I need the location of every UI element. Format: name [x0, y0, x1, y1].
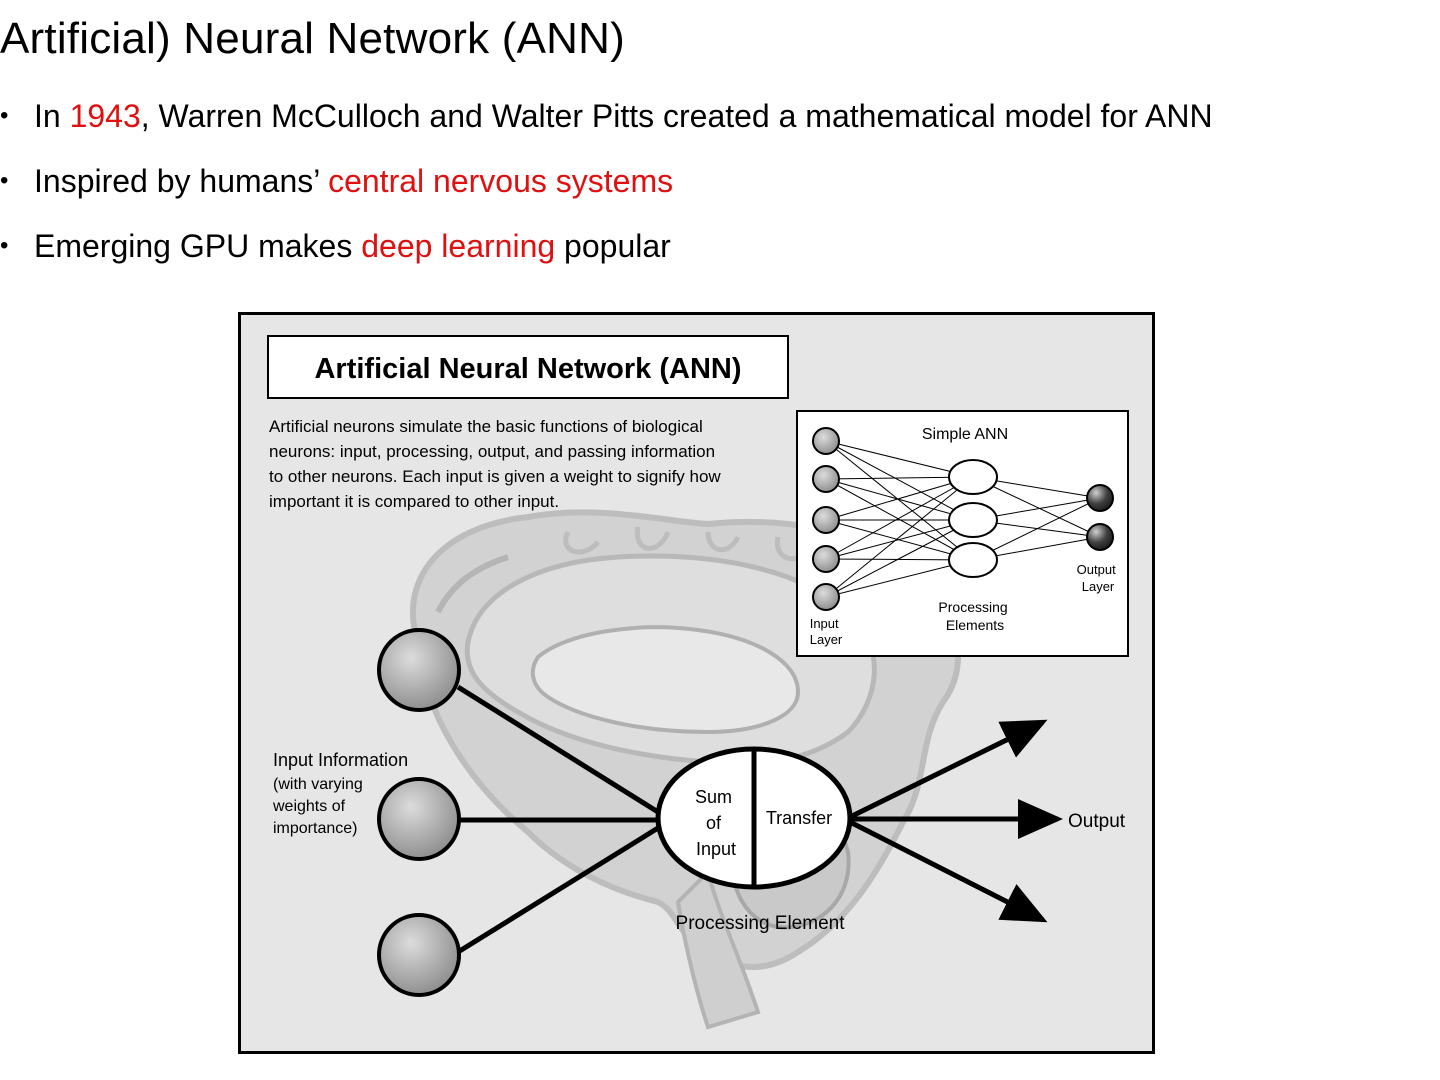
inset-title: Simple ANN: [922, 426, 1008, 443]
input-connections: [456, 684, 660, 955]
bullet-dot-icon: •: [0, 167, 9, 194]
bullet-highlight: deep learning: [361, 228, 556, 264]
output-label: Output: [1068, 811, 1126, 832]
description-line: Artificial neurons simulate the basic fu…: [269, 417, 703, 436]
input-node: [377, 628, 461, 712]
simple-ann-inset: Simple ANN: [796, 410, 1129, 657]
input-node: [377, 777, 461, 861]
description-line: important it is compared to other input.: [269, 492, 559, 511]
bullet-text-part: In: [34, 98, 70, 134]
inset-processing-nodes: [948, 459, 998, 578]
bullet-highlight: central nervous systems: [328, 163, 674, 199]
figure-description: Artificial neurons simulate the basic fu…: [269, 417, 725, 511]
bullet-text-part: popular: [555, 228, 671, 264]
bullet-dot-icon: •: [0, 102, 9, 129]
bullet-item: • Emerging GPU makes deep learning popul…: [0, 222, 1213, 287]
description-line: to other neurons. Each input is given a …: [269, 467, 721, 486]
inset-output-label: Output Layer: [1077, 562, 1120, 594]
bullet-text: In 1943, Warren McCulloch and Walter Pit…: [34, 98, 1213, 134]
bullet-dot-icon: •: [0, 232, 9, 259]
input-node: [377, 913, 461, 997]
bullet-highlight: 1943: [69, 98, 141, 134]
inset-input-nodes: [812, 427, 840, 611]
bullet-text-part: Inspired by humans’: [34, 163, 329, 199]
sum-of-input-label: Sum of Input: [695, 787, 737, 859]
bullet-text: Inspired by humans’ central nervous syst…: [34, 163, 673, 199]
figure-title: Artificial Neural Network (ANN): [314, 353, 741, 385]
bullet-item: • In 1943, Warren McCulloch and Walter P…: [0, 92, 1213, 157]
ann-figure: Artificial Neural Network (ANN) Artifici…: [238, 312, 1155, 1054]
inset-output-nodes: [1086, 484, 1114, 551]
ann-diagram: Artificial Neural Network (ANN) Artifici…: [238, 312, 1155, 1054]
processing-element-label: Processing Element: [676, 913, 846, 934]
inset-processing-label: Processing Elements: [938, 599, 1011, 633]
bullet-item: • Inspired by humans’ central nervous sy…: [0, 157, 1213, 222]
bullet-text-part: Emerging GPU makes: [34, 228, 362, 264]
bullet-list: • In 1943, Warren McCulloch and Walter P…: [0, 92, 1213, 287]
transfer-label: Transfer: [766, 808, 832, 828]
figure-title-box: [267, 335, 789, 399]
input-nodes: [377, 628, 461, 997]
description-line: neurons: input, processing, output, and …: [269, 442, 715, 461]
input-information-label: Input Information (with varying weights …: [272, 750, 413, 837]
bullet-text-part: , Warren McCulloch and Walter Pitts crea…: [140, 98, 1213, 134]
output-arrows: [848, 719, 1063, 923]
slide-title: Artificial) Neural Network (ANN): [0, 14, 625, 63]
bullet-text: Emerging GPU makes deep learning popular: [34, 228, 671, 264]
processing-element: Sum of Input Transfer: [655, 746, 853, 890]
inset-input-label: Input Layer: [810, 616, 843, 647]
